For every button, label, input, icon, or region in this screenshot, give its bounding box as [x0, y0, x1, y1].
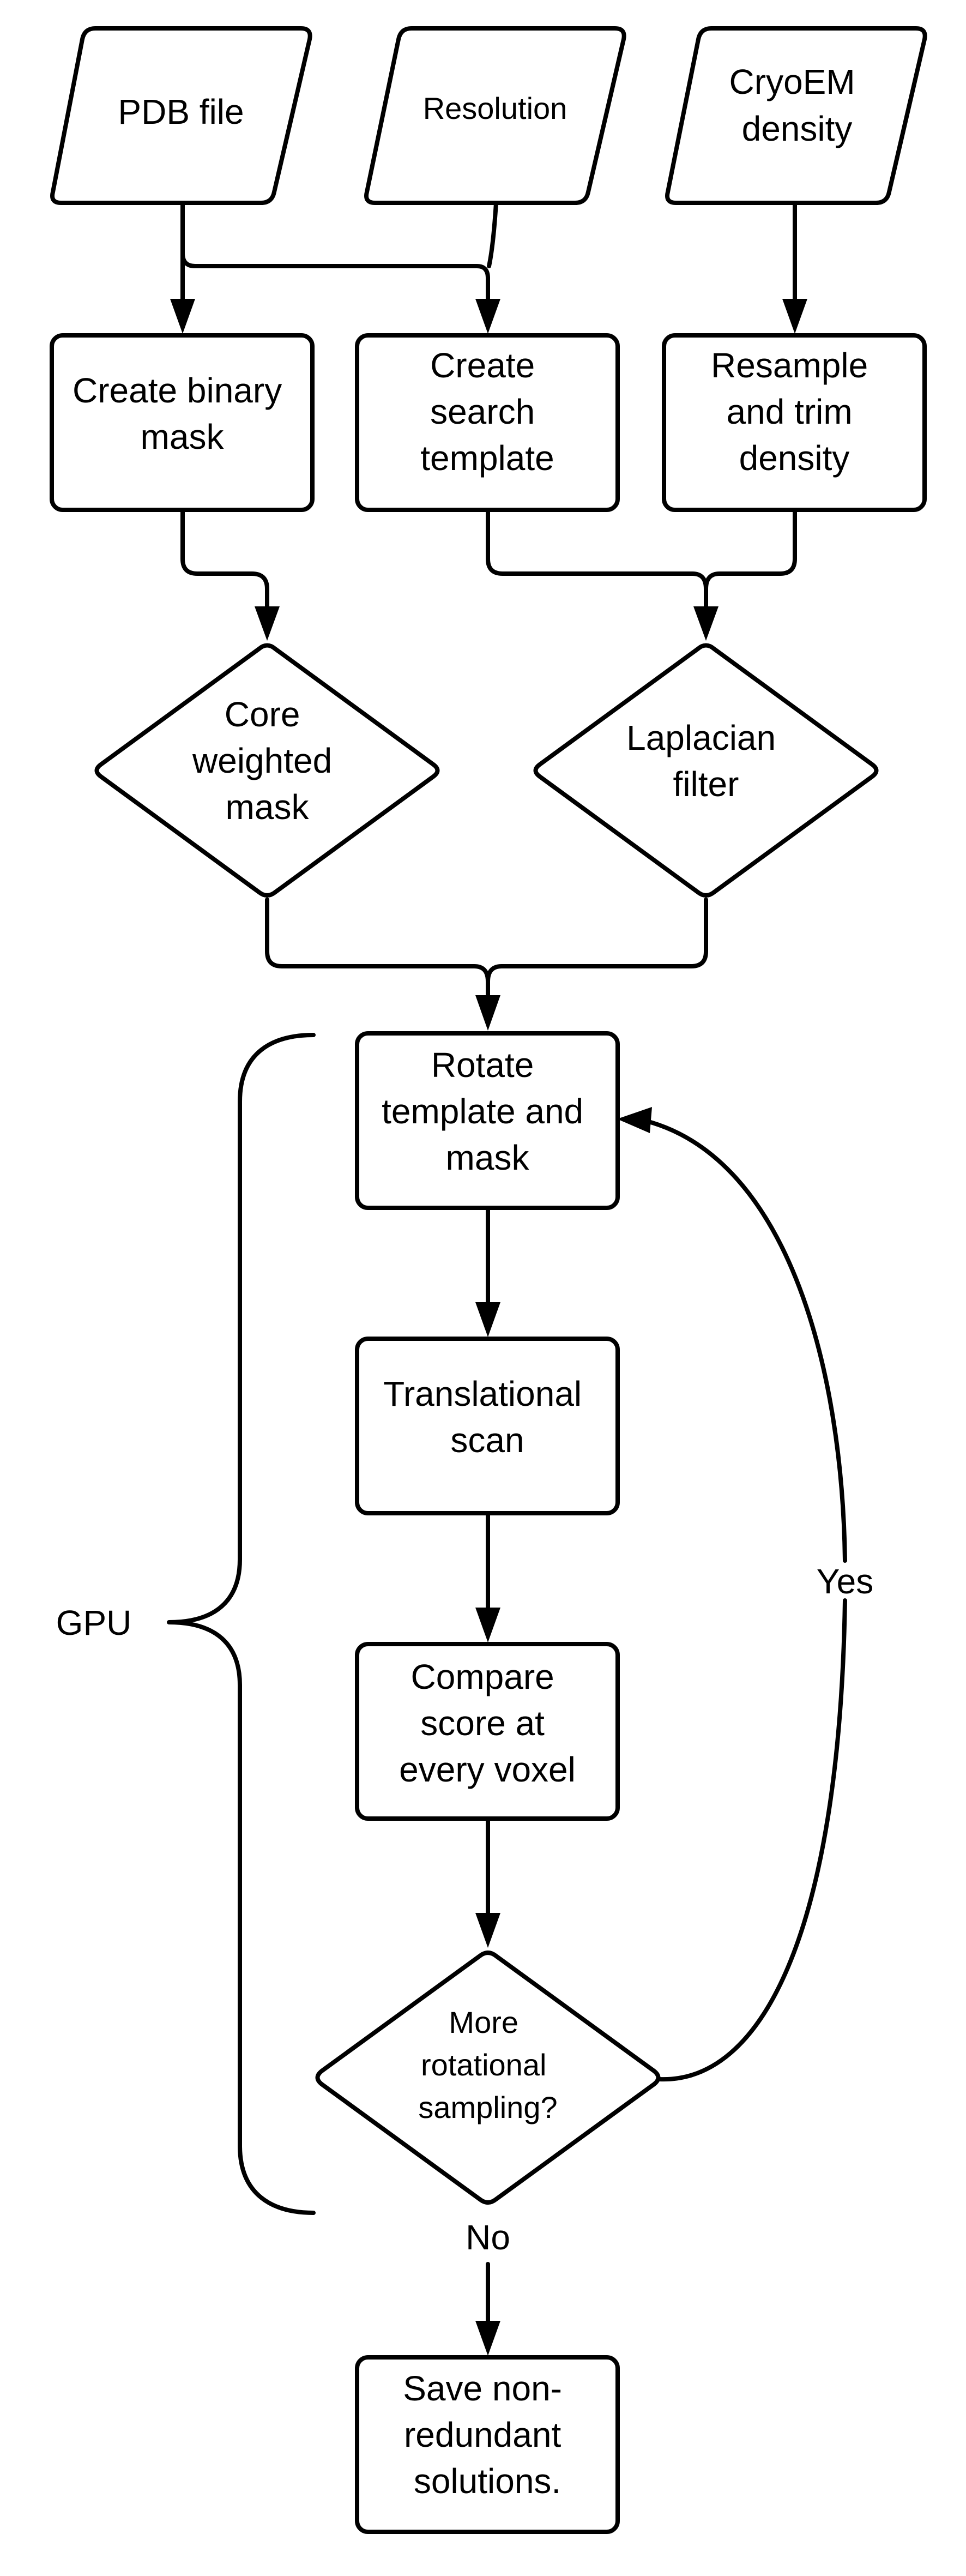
input-shape: [665, 26, 927, 205]
no-label: No: [466, 2218, 510, 2257]
yes-label: Yes: [817, 1562, 873, 1601]
node-resample-trim-density: Resample and trim density: [662, 333, 927, 512]
node-rotate-template-mask-text: Rotate template and mask: [382, 1045, 593, 1177]
node-rotate-template-mask: Rotate template and mask: [355, 1031, 620, 1210]
edge-laplacian-to-rotate: [486, 898, 708, 984]
gpu-brace: [167, 1033, 316, 2215]
edge-pdb-to-search-template: [180, 251, 490, 310]
node-resolution-text: Resolution: [423, 91, 567, 125]
edge-core-mask-to-rotate: [265, 898, 490, 1004]
node-resample-trim-density-text: Resample and trim density: [711, 346, 878, 478]
node-compare-score-text: Compare score at every voxel: [399, 1657, 576, 1789]
arrowhead: [475, 1608, 500, 1642]
connectors: [180, 201, 847, 2330]
gpu-label: GPU: [56, 1603, 132, 1642]
node-resolution: Resolution: [364, 26, 626, 205]
node-cryoem-density-text: CryoEM density: [729, 62, 865, 148]
arrowhead: [782, 299, 807, 334]
edge-resample-to-laplacian: [704, 508, 797, 591]
edge-yes-loop: [636, 1117, 847, 2082]
node-core-weighted-mask: Core weighted mask: [94, 643, 440, 898]
node-core-weighted-mask-text: Core weighted mask: [192, 695, 342, 827]
node-create-search-template-text: Create search template: [420, 346, 554, 478]
decision-shape: [315, 1951, 661, 2205]
node-compare-score: Compare score at every voxel: [355, 1642, 620, 1821]
process-shape: [355, 1031, 620, 1210]
arrowhead: [475, 299, 500, 334]
process-shape: [50, 333, 315, 512]
decision-shape: [94, 643, 440, 898]
decision-shape: [533, 643, 879, 898]
process-shape: [355, 1642, 620, 1821]
process-shape: [662, 333, 927, 512]
node-translational-scan-text: Translational scan: [383, 1374, 591, 1460]
arrowheads: [170, 299, 807, 2356]
arrowhead: [475, 2321, 500, 2356]
arrowhead: [475, 995, 500, 1031]
node-more-rotational-sampling: More rotational sampling?: [315, 1951, 661, 2205]
node-pdb-file: PDB file: [50, 26, 312, 205]
arrowhead: [475, 1302, 500, 1337]
arrowhead: [255, 606, 280, 641]
node-laplacian-filter: Laplacian filter: [533, 643, 879, 898]
node-pdb-file-text: PDB file: [118, 92, 244, 131]
node-more-rotational-sampling-text: More rotational sampling?: [418, 2005, 557, 2124]
arrowhead: [693, 606, 719, 641]
process-shape: [355, 333, 620, 512]
node-cryoem-density: CryoEM density: [665, 26, 927, 205]
node-laplacian-filter-text: Laplacian filter: [626, 718, 786, 804]
node-save-solutions-text: Save non- redundant solutions.: [403, 2369, 572, 2501]
node-create-search-template: Create search template: [355, 333, 620, 512]
process-shape: [355, 2355, 620, 2534]
process-shape: [355, 1337, 620, 1515]
edge-resolution-to-search-template: [487, 201, 498, 268]
arrowhead: [170, 299, 195, 334]
node-translational-scan: Translational scan: [355, 1337, 620, 1515]
edge-search-template-to-laplacian: [486, 508, 708, 616]
arrowhead: [617, 1107, 652, 1133]
node-create-binary-mask-text: Create binary mask: [73, 371, 292, 456]
node-save-solutions: Save non- redundant solutions.: [355, 2355, 620, 2534]
node-create-binary-mask: Create binary mask: [50, 333, 315, 512]
edge-binary-mask-to-core-mask: [180, 508, 269, 616]
input-shape: [50, 26, 312, 205]
input-shape: [364, 26, 626, 205]
arrowhead: [475, 1913, 500, 1948]
